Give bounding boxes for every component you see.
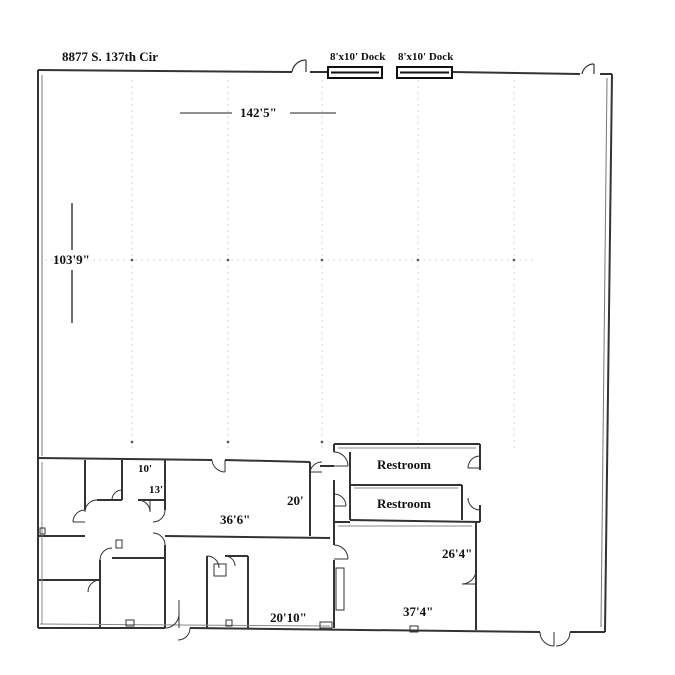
outer-walls — [37, 69, 613, 633]
office-walls — [37, 443, 481, 630]
office-width-label: 36'6" — [220, 512, 251, 527]
top-door-left — [291, 59, 307, 73]
dock-label-2: 8'x10' Dock — [398, 51, 454, 63]
overall-width-label: 142'5" — [240, 105, 277, 120]
overall-depth-label: 103'9" — [53, 252, 90, 267]
dock-door-2 — [396, 66, 453, 79]
open-area-width-label: 37'4" — [403, 604, 434, 619]
open-area-depth-label: 26'4" — [442, 546, 473, 561]
restroom-lower-label: Restroom — [377, 496, 431, 511]
lower-office-width-label: 20'10" — [270, 610, 307, 625]
column-grid — [45, 80, 535, 450]
restroom-upper-label: Restroom — [377, 457, 431, 472]
office-depth-label: 20' — [287, 493, 304, 508]
fixtures — [39, 527, 419, 633]
office-wall-inner-lines — [39, 447, 476, 627]
column-dots — [130, 258, 516, 444]
outer-walls-inner-line — [41, 75, 608, 628]
dock-label-1: 8'x10' Dock — [330, 51, 386, 63]
top-door-right — [581, 63, 595, 75]
small-room-width-label: 10' — [138, 463, 153, 475]
address-title: 8877 S. 137th Cir — [62, 49, 159, 64]
dock-door-1 — [327, 66, 383, 79]
interior-doors — [72, 451, 571, 647]
small-room-depth-label: 13' — [149, 484, 164, 496]
